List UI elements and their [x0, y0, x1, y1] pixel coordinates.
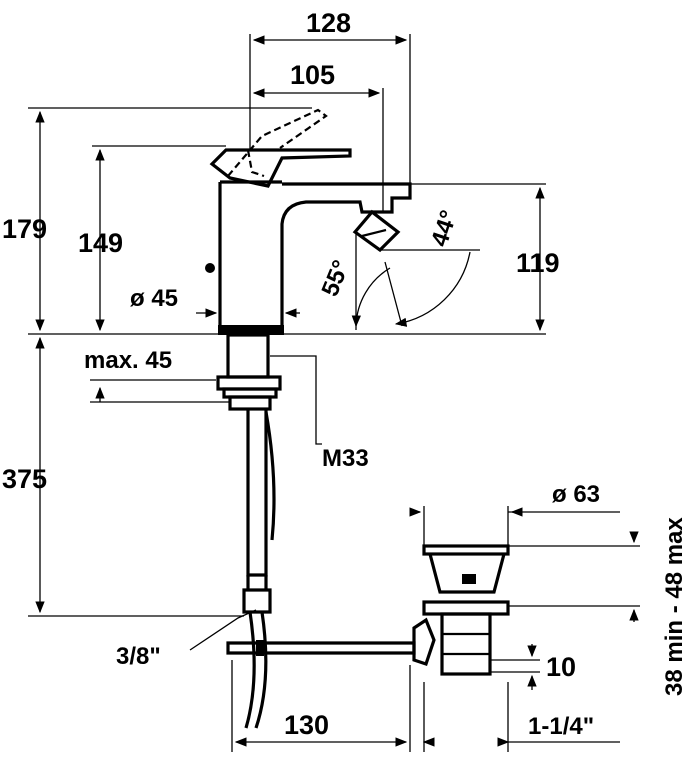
label-angle55: 55° [317, 256, 356, 300]
label-m33: M33 [322, 445, 369, 472]
label-angle44: 44° [426, 207, 463, 250]
label-max45: max. 45 [84, 347, 172, 374]
dim-128: 128 [306, 8, 351, 38]
popup-waste [226, 544, 510, 676]
dimension-lines [28, 34, 640, 752]
label-range: 38 min - 48 max [661, 517, 688, 696]
dim-130: 130 [284, 710, 329, 740]
label-dia63: ø 63 [552, 481, 600, 508]
dim-375: 375 [2, 464, 47, 494]
dim-10: 10 [546, 652, 576, 682]
dim-105: 105 [290, 60, 335, 90]
label-thread: 1-1/4" [528, 713, 594, 740]
mounting-assembly [216, 333, 282, 729]
lever-handle [209, 108, 352, 188]
label-dia45: ø 45 [130, 285, 178, 312]
dim-119: 119 [516, 248, 560, 278]
dimension-labels: 128 105 179 149 119 375 130 10 ø 45 max.… [2, 8, 688, 740]
dim-179: 179 [2, 214, 47, 244]
faucet-body [205, 180, 412, 335]
label-pipe: 3/8" [116, 643, 161, 670]
dim-149: 149 [78, 228, 123, 258]
